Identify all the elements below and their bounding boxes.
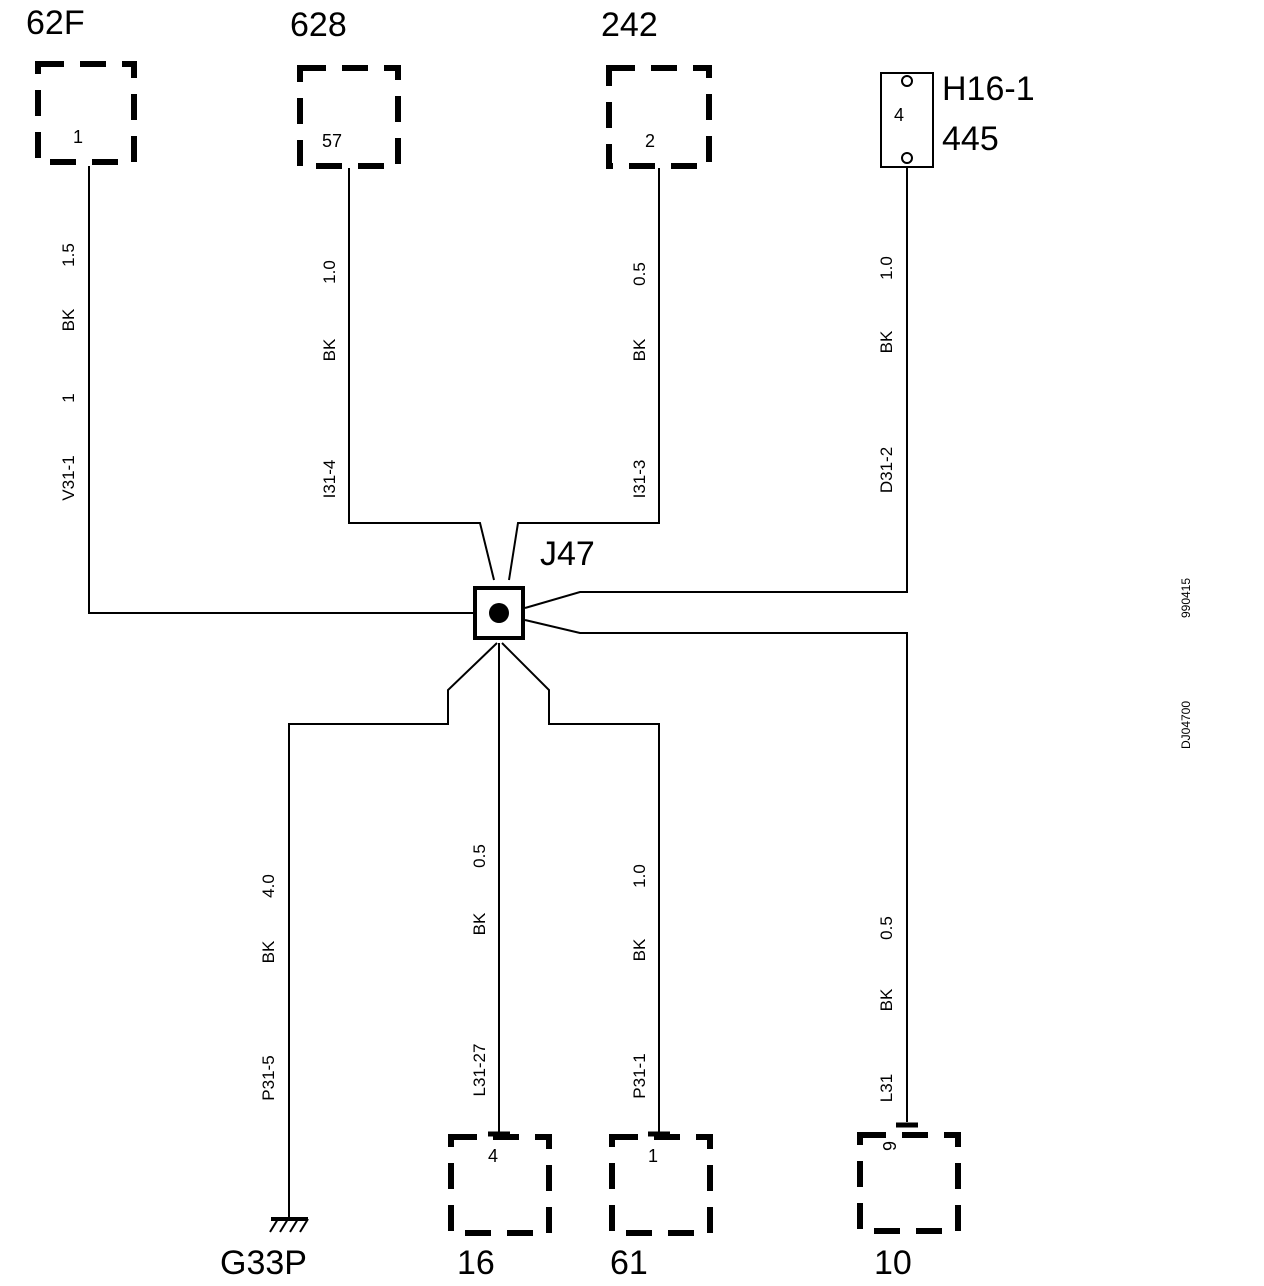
wire-242-labels: 0.5 BK I31-3 bbox=[630, 262, 649, 498]
wire-16-id: L31-27 bbox=[470, 1044, 489, 1097]
wire-g33p bbox=[288, 642, 498, 1218]
wire-g33p-labels: 4.0 BK P31-5 bbox=[259, 874, 278, 1101]
wire-61-labels: 1.0 BK P31-1 bbox=[630, 864, 649, 1099]
connector-16: 4 16 bbox=[448, 1131, 552, 1282]
wire-628 bbox=[348, 168, 495, 581]
ground-hatch bbox=[299, 1218, 309, 1233]
connector-h16-1-pin: 4 bbox=[894, 105, 904, 125]
wire-g33p-size: 4.0 bbox=[259, 874, 278, 898]
wires bbox=[88, 166, 908, 1218]
connector-10: 9 10 bbox=[857, 1122, 961, 1282]
ground-g33p: G33P bbox=[220, 1217, 309, 1282]
connector-10-label: 10 bbox=[874, 1244, 912, 1282]
connector-242-pin: 2 bbox=[645, 131, 655, 151]
connector-16-label: 16 bbox=[457, 1244, 495, 1282]
wire-242-color: BK bbox=[630, 338, 649, 361]
wire-g33p-id: P31-5 bbox=[259, 1055, 278, 1100]
wire-62f-num: 1 bbox=[59, 393, 78, 402]
wire-628-id: I31-4 bbox=[320, 460, 339, 499]
wire-628-size: 1.0 bbox=[320, 260, 339, 284]
wire-h16-1-labels: 1.0 BK D31-2 bbox=[877, 256, 896, 493]
side-codes: 990415 DJ04700 bbox=[1179, 578, 1193, 749]
connector-h16-1: 4 H16-1 445 bbox=[880, 70, 1035, 168]
connector-242-box bbox=[606, 65, 712, 169]
wire-62f bbox=[88, 166, 476, 614]
wire-628-color: BK bbox=[320, 338, 339, 361]
connector-242: 242 2 bbox=[601, 6, 712, 169]
wire-h16-1-color: BK bbox=[877, 330, 896, 353]
ground-hatch bbox=[279, 1218, 289, 1233]
connector-h16-1-pin-hole bbox=[901, 152, 913, 164]
wire-16-color: BK bbox=[470, 912, 489, 935]
ground-g33p-label: G33P bbox=[220, 1244, 307, 1282]
connector-61-box bbox=[609, 1134, 713, 1236]
connector-16-box bbox=[448, 1134, 552, 1236]
connector-62f-box bbox=[35, 61, 137, 165]
connector-62f-label: 62F bbox=[26, 4, 85, 42]
connector-62f: 62F 1 bbox=[26, 4, 137, 165]
wire-62f-labels: 1.5 BK 1 V31-1 bbox=[59, 243, 78, 501]
junction-j47: J47 bbox=[473, 535, 595, 640]
connector-628-box bbox=[297, 65, 401, 169]
wire-628-labels: 1.0 BK I31-4 bbox=[320, 260, 339, 498]
wire-h16-1-id: D31-2 bbox=[877, 447, 896, 493]
wire-62f-size: 1.5 bbox=[59, 243, 78, 267]
junction-j47-label: J47 bbox=[540, 535, 595, 573]
junction-j47-dot bbox=[489, 603, 509, 623]
ground-hatch bbox=[269, 1218, 279, 1233]
wire-62f-id: V31-1 bbox=[59, 455, 78, 500]
side-code-2: DJ04700 bbox=[1179, 701, 1193, 749]
connector-16-pin: 4 bbox=[488, 1146, 498, 1166]
connector-61: 1 61 bbox=[609, 1131, 713, 1282]
wire-10-labels: 0.5 BK L31 bbox=[877, 916, 896, 1102]
wire-62f-color: BK bbox=[59, 308, 78, 331]
connector-61-pin: 1 bbox=[648, 1146, 658, 1166]
wire-16-labels: 0.5 BK L31-27 bbox=[470, 844, 489, 1096]
wire-61-color: BK bbox=[630, 938, 649, 961]
connector-628: 628 57 bbox=[290, 6, 401, 169]
wire-g33p-color: BK bbox=[259, 940, 278, 963]
wire-10 bbox=[524, 619, 908, 1122]
side-code-1: 990415 bbox=[1179, 578, 1193, 618]
connector-h16-1-box bbox=[880, 72, 934, 168]
connector-628-label: 628 bbox=[290, 6, 347, 44]
wire-61-size: 1.0 bbox=[630, 864, 649, 888]
wire-h16-1 bbox=[524, 166, 908, 609]
wire-242 bbox=[508, 168, 660, 581]
ground-hatch bbox=[289, 1218, 299, 1233]
connector-h16-1-pin-hole bbox=[901, 75, 913, 87]
wire-242-size: 0.5 bbox=[630, 262, 649, 286]
connector-62f-pin: 1 bbox=[73, 127, 83, 147]
connector-h16-1-label: H16-1 bbox=[942, 70, 1035, 108]
wire-10-color: BK bbox=[877, 988, 896, 1011]
wire-10-id: L31 bbox=[877, 1074, 896, 1102]
connector-10-box bbox=[857, 1132, 961, 1234]
connector-h16-1-label2: 445 bbox=[942, 120, 999, 158]
wire-61-id: P31-1 bbox=[630, 1053, 649, 1098]
connector-628-pin: 57 bbox=[322, 131, 342, 151]
wire-16-size: 0.5 bbox=[470, 844, 489, 868]
wire-h16-1-size: 1.0 bbox=[877, 256, 896, 280]
connector-10-pin: 9 bbox=[880, 1141, 900, 1151]
connector-61-label: 61 bbox=[610, 1244, 648, 1282]
wire-10-size: 0.5 bbox=[877, 916, 896, 940]
connector-242-label: 242 bbox=[601, 6, 658, 44]
wire-242-id: I31-3 bbox=[630, 460, 649, 499]
wire-61 bbox=[501, 642, 660, 1134]
